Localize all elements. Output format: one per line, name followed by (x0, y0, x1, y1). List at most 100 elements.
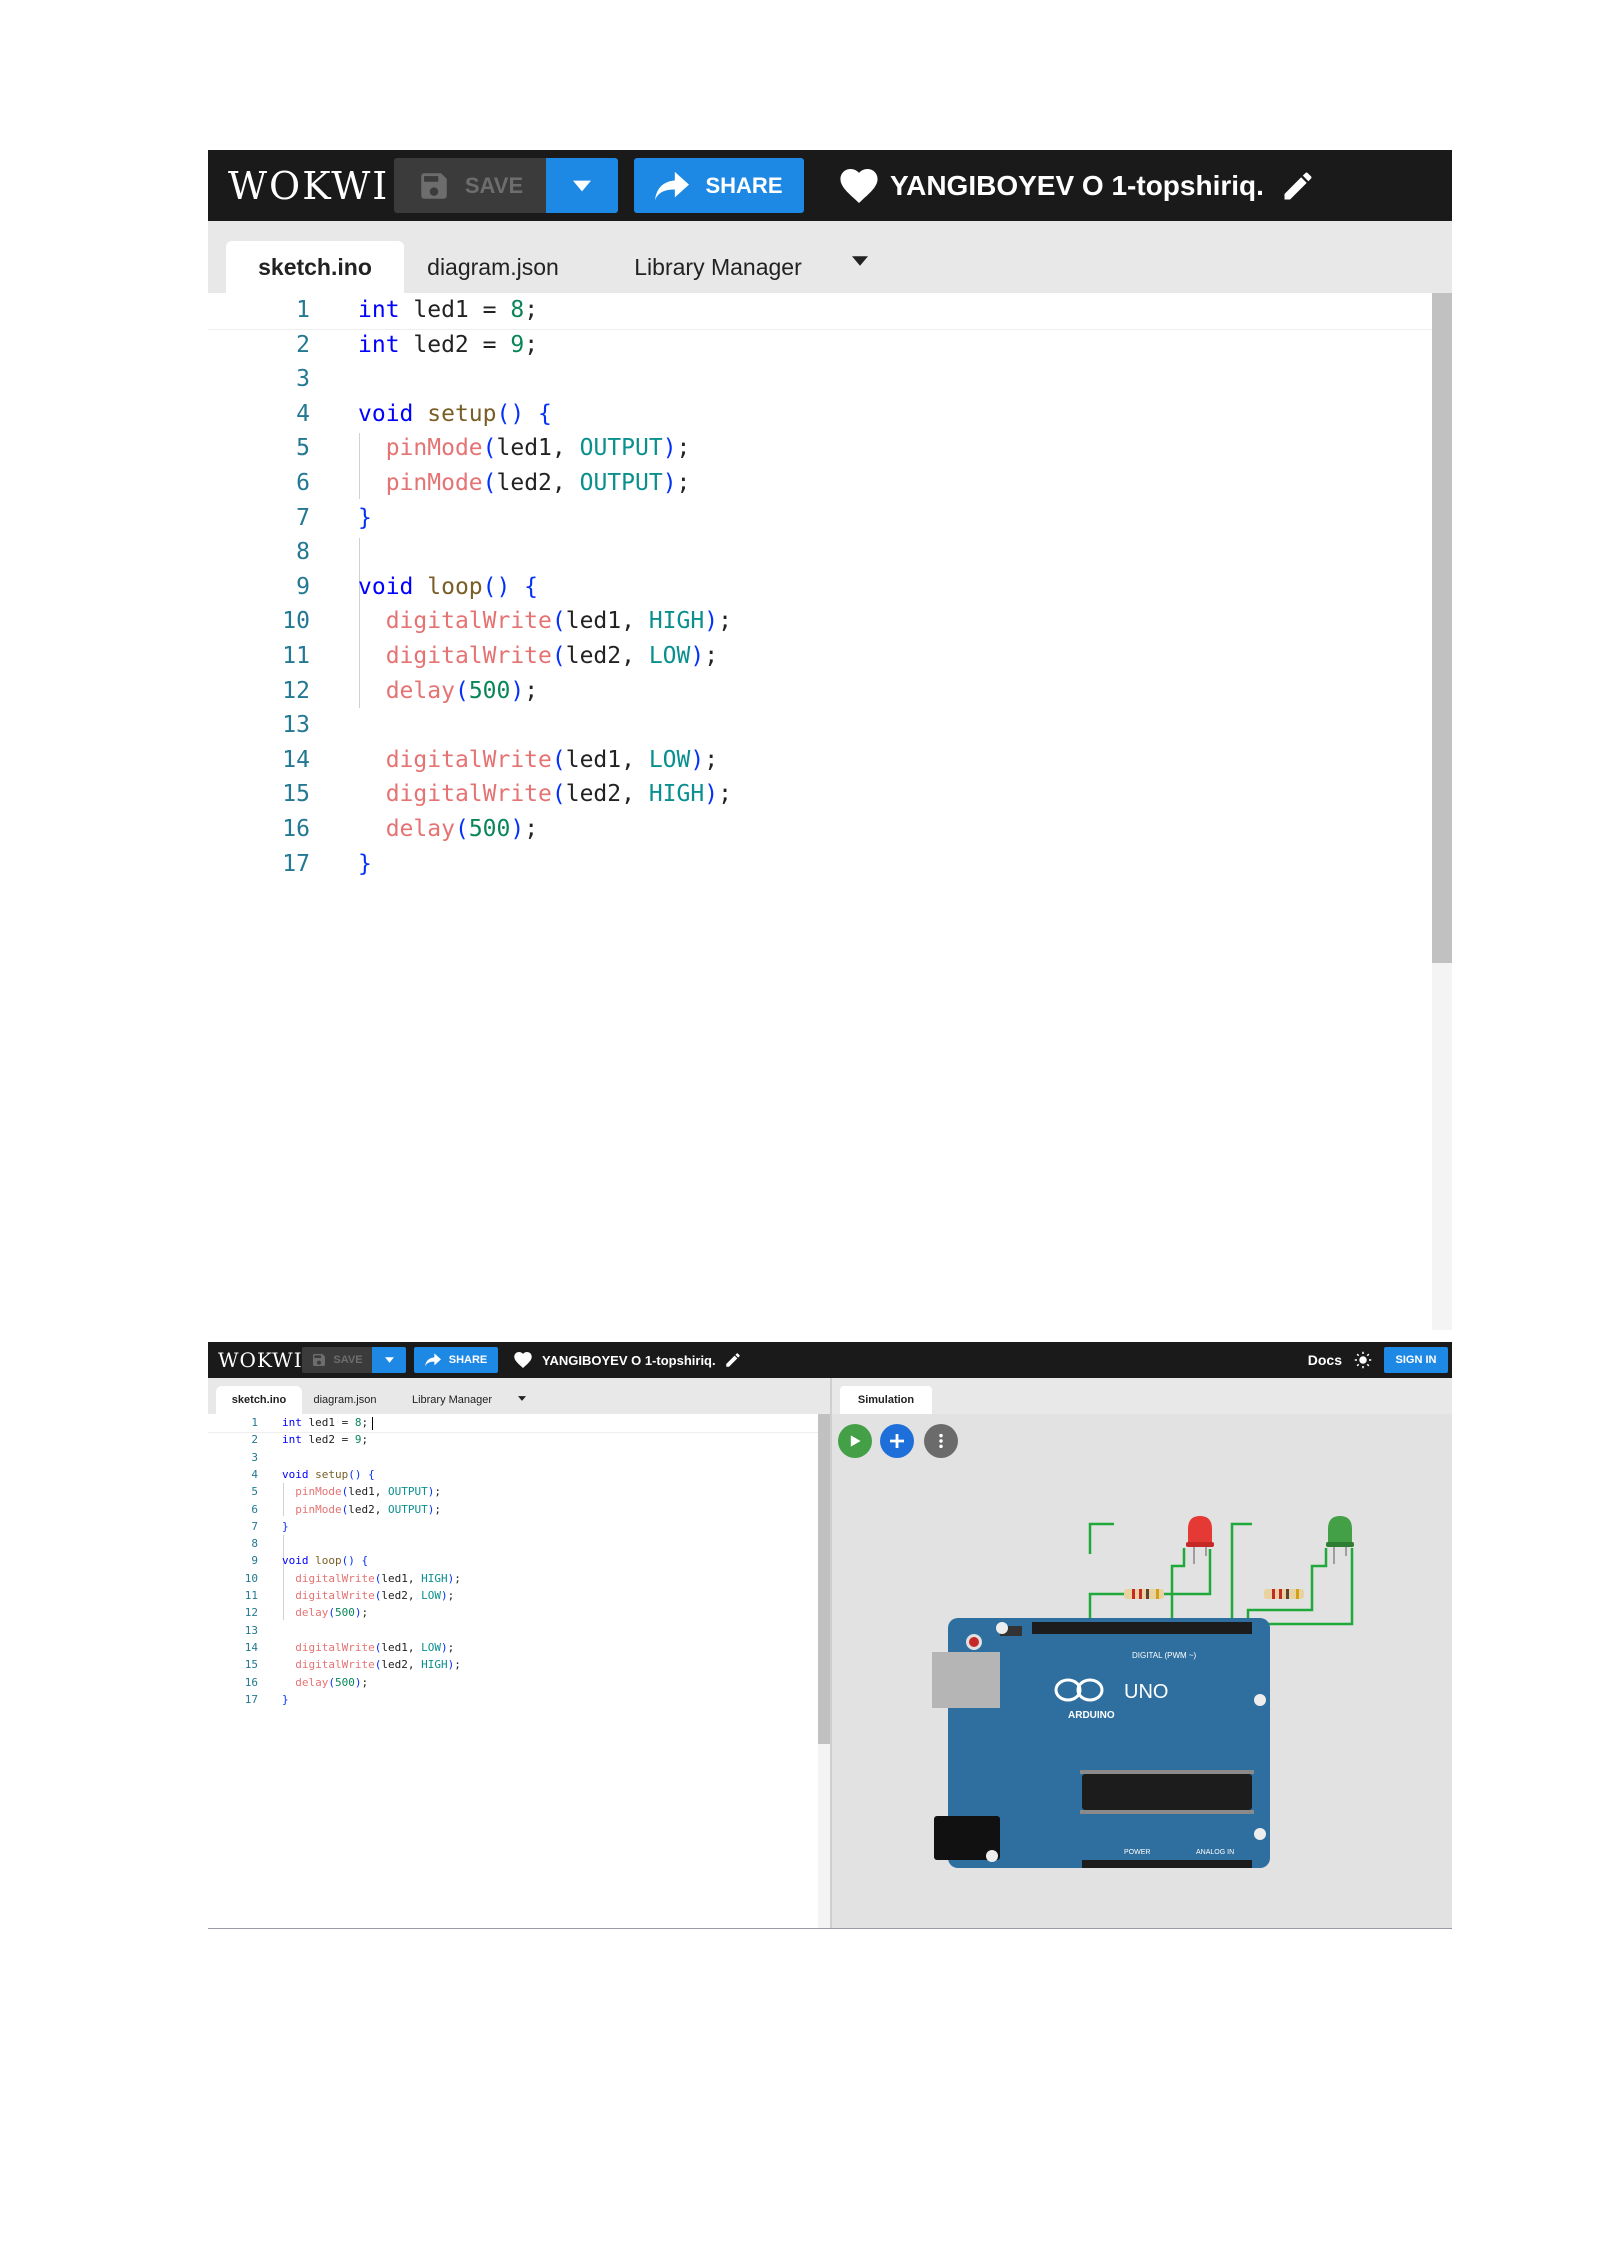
code-line[interactable]: 13 (208, 1622, 830, 1639)
line-number: 9 (251, 1554, 258, 1568)
code-line[interactable]: 17} (208, 1691, 830, 1708)
pencil-icon[interactable] (1280, 168, 1316, 204)
wokwi-logo[interactable]: WOKWI (218, 1348, 303, 1372)
line-number: 6 (296, 470, 310, 496)
theme-toggle[interactable] (1354, 1351, 1372, 1369)
tab-sketch-ino[interactable]: sketch.ino (226, 241, 404, 293)
code-line[interactable]: 7} (208, 1518, 830, 1535)
code-line[interactable]: 12 delay(500); (208, 1604, 830, 1621)
tab-diagram-json[interactable]: diagram.json (427, 253, 559, 280)
code-line[interactable]: 10 digitalWrite(led1, HIGH); (208, 1570, 830, 1587)
save-button[interactable]: SAVE (394, 158, 546, 213)
code-token: setup (427, 400, 497, 427)
code-token: ( (341, 1485, 349, 1499)
code-token: ( (374, 1658, 382, 1672)
code-line[interactable]: 11 digitalWrite(led2, LOW); (208, 1587, 830, 1604)
code-line[interactable]: 15 digitalWrite(led2, HIGH); (208, 777, 1452, 812)
save-button[interactable]: SAVE (302, 1347, 372, 1373)
code-line[interactable]: 5 pinMode(led1, OUTPUT); (208, 431, 1452, 466)
save-options-dropdown[interactable] (372, 1347, 406, 1373)
code-text: void loop() { (358, 570, 538, 605)
editor-scrollbar-track[interactable] (818, 1414, 830, 1928)
share-label: SHARE (448, 1354, 488, 1366)
code-line[interactable]: 10 digitalWrite(led1, HIGH); (208, 604, 1452, 639)
code-token: HIGH (648, 608, 705, 635)
simulation-canvas[interactable]: UNO ARDUINO DIGITAL (PWM ~) POWER ANALOG… (832, 1414, 1452, 1928)
code-token: led2 = (301, 1433, 355, 1447)
code-line[interactable]: 3 (208, 362, 1452, 397)
code-line[interactable]: 14 digitalWrite(led1, LOW); (208, 743, 1452, 778)
chevron-down-icon (573, 180, 591, 191)
tab-simulation[interactable]: Simulation (840, 1386, 932, 1414)
code-line[interactable]: 8 (208, 535, 1452, 570)
tab-menu-dropdown[interactable] (512, 1390, 532, 1406)
code-line[interactable]: 6 pinMode(led2, OUTPUT); (208, 466, 1452, 501)
code-token: led2, (565, 781, 649, 808)
tab-sketch-ino[interactable]: sketch.ino (216, 1386, 302, 1414)
project-title[interactable]: YANGIBOYEV O 1-topshiriq. (542, 1351, 742, 1369)
code-line[interactable]: 16 delay(500); (208, 1674, 830, 1691)
code-token (282, 1606, 295, 1619)
code-text: int led1 = 8; (358, 293, 538, 328)
project-title[interactable]: YANGIBOYEV O 1-topshiriq. (890, 168, 1316, 204)
code-line[interactable]: 5 pinMode(led1, OUTPUT); (208, 1483, 830, 1500)
simulation-tab-bar: Simulation (832, 1378, 1452, 1414)
code-token (358, 747, 386, 773)
resistor[interactable] (1264, 1589, 1304, 1599)
code-line[interactable]: 16 delay(500); (208, 812, 1452, 847)
tab-library-manager[interactable]: Library Manager (411, 1394, 493, 1406)
like-button[interactable] (840, 168, 878, 203)
like-button[interactable] (514, 1352, 532, 1368)
wokwi-logo[interactable]: WOKWI (228, 163, 390, 208)
code-line[interactable]: 11 digitalWrite(led2, LOW); (208, 639, 1452, 674)
code-text: digitalWrite(led1, HIGH); (282, 1570, 461, 1587)
editor-scrollbar-thumb[interactable] (1432, 293, 1452, 963)
code-line[interactable]: 14 digitalWrite(led1, LOW); (208, 1639, 830, 1656)
start-simulation-button[interactable] (838, 1424, 872, 1458)
led-green[interactable] (1326, 1516, 1354, 1564)
code-token (358, 435, 386, 461)
board-model-label: UNO (1124, 1681, 1168, 1703)
tab-menu-dropdown[interactable] (840, 249, 880, 273)
share-button[interactable]: SHARE (634, 158, 804, 213)
more-options-button[interactable] (924, 1424, 958, 1458)
code-line[interactable]: 13 (208, 708, 1452, 743)
code-line[interactable]: 7} (208, 501, 1452, 536)
code-line[interactable]: 17} (208, 847, 1452, 882)
circuit-diagram[interactable]: UNO ARDUINO DIGITAL (PWM ~) POWER ANALOG… (832, 1414, 1452, 1892)
code-token: ( (482, 470, 497, 496)
code-token: led2 = (399, 331, 511, 358)
editor-scrollbar-thumb[interactable] (818, 1414, 830, 1744)
pencil-icon[interactable] (724, 1351, 742, 1369)
tab-diagram-json[interactable]: diagram.json (313, 1394, 377, 1406)
code-token: ; (718, 781, 732, 808)
add-part-button[interactable] (880, 1424, 914, 1458)
resistor[interactable] (1124, 1589, 1164, 1599)
code-token: HIGH (648, 781, 705, 808)
editor-scrollbar-track[interactable] (1432, 293, 1452, 1330)
share-button[interactable]: SHARE (414, 1347, 498, 1373)
code-line[interactable]: 8 (208, 1535, 830, 1552)
code-line[interactable]: 12 delay(500); (208, 674, 1452, 709)
docs-link[interactable]: Docs (1307, 1352, 1342, 1368)
sign-in-button[interactable]: SIGN IN (1384, 1347, 1448, 1373)
code-token: ; (361, 1416, 369, 1429)
tab-library-manager[interactable]: Library Manager (634, 253, 802, 280)
save-options-dropdown[interactable] (546, 158, 618, 213)
code-line[interactable]: 15 digitalWrite(led2, HIGH); (208, 1656, 830, 1673)
led-red[interactable] (1186, 1516, 1214, 1564)
code-line[interactable]: 3 (208, 1449, 830, 1466)
arduino-uno-board[interactable]: UNO ARDUINO DIGITAL (PWM ~) POWER ANALOG… (932, 1618, 1270, 1868)
code-token (358, 470, 386, 496)
code-line[interactable]: 6 pinMode(led2, OUTPUT); (208, 1501, 830, 1518)
